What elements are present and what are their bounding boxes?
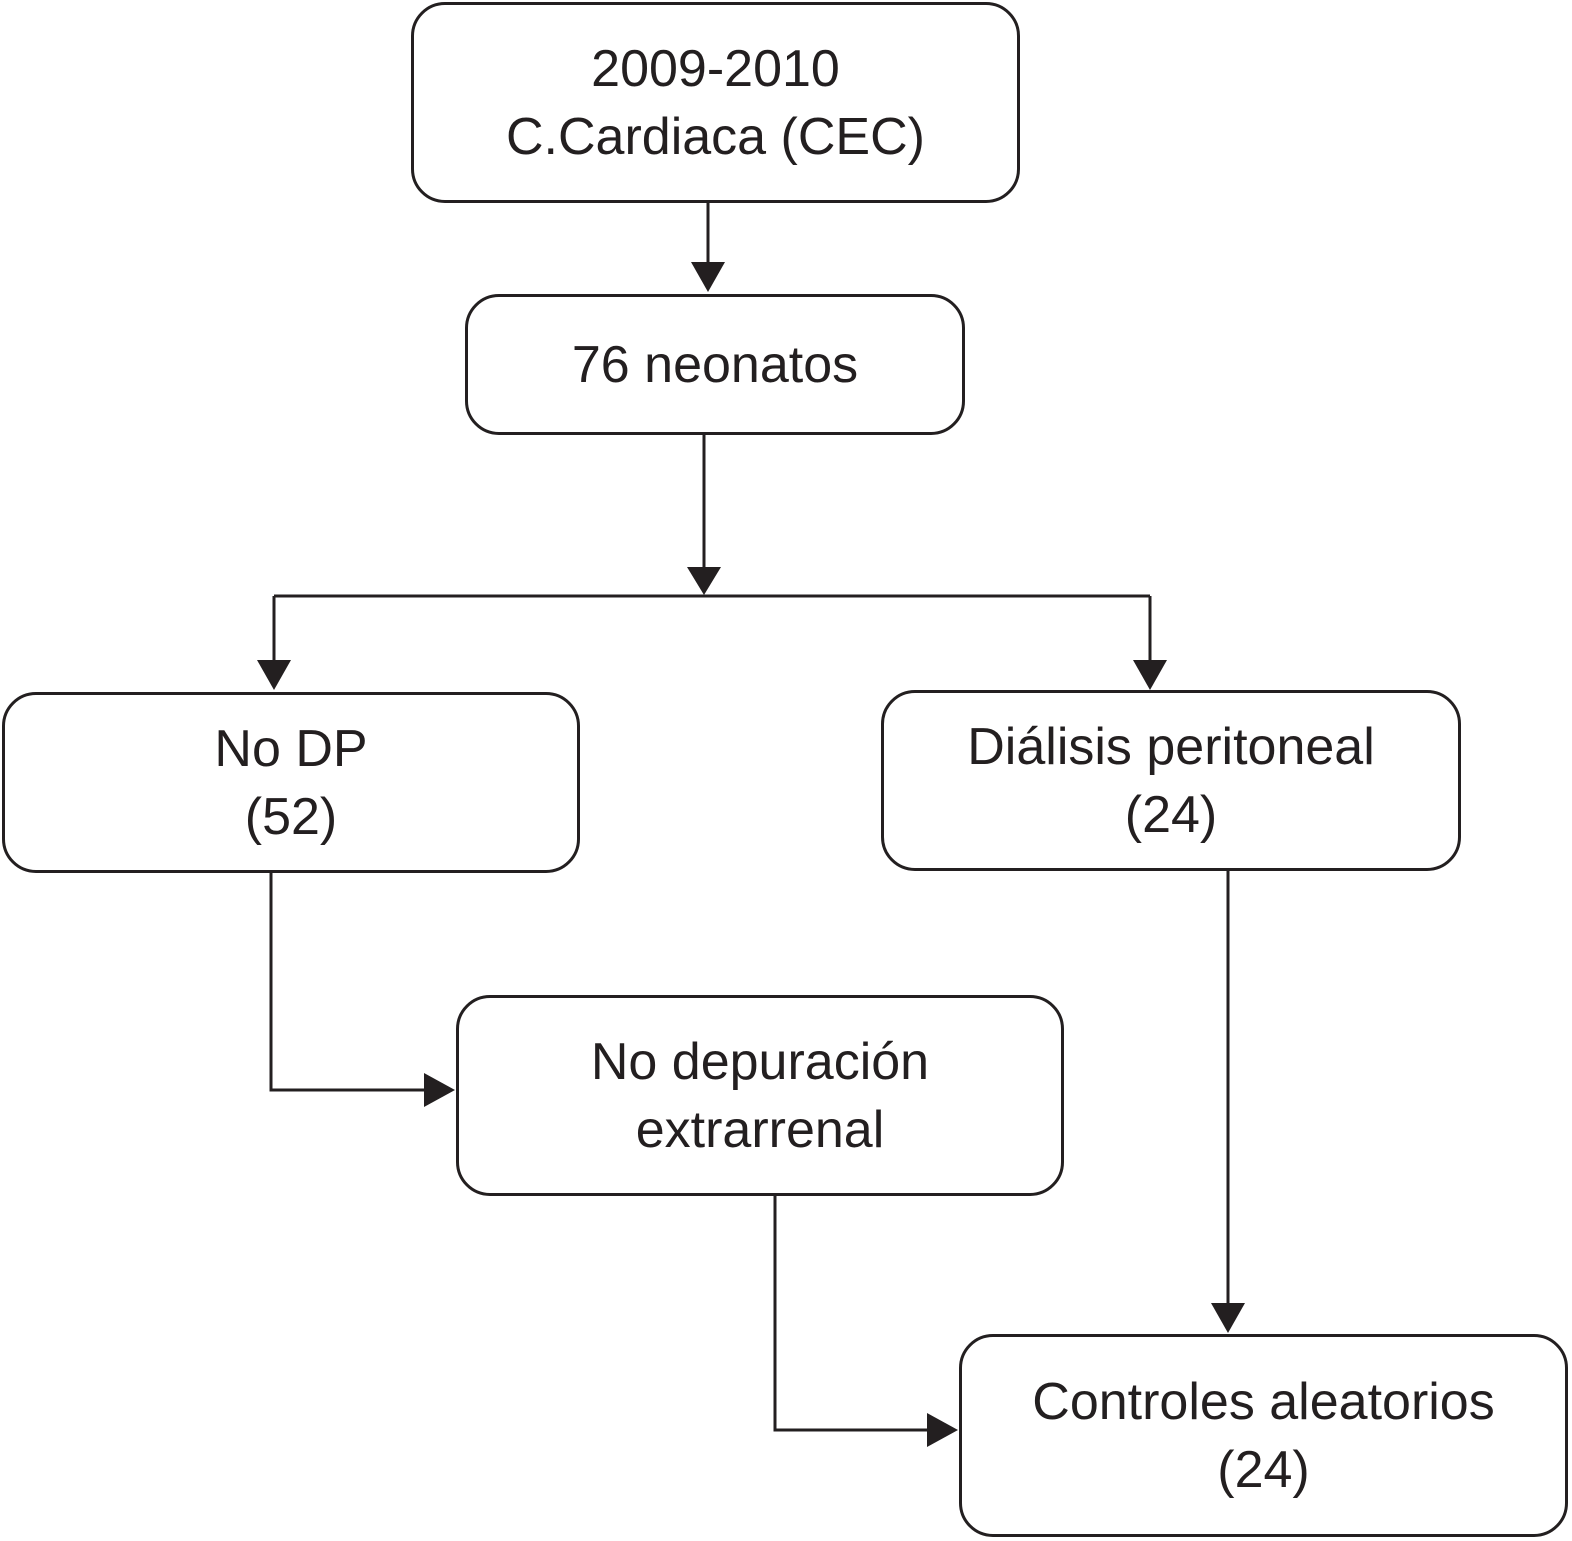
peritoneal-dialysis-box: Diálisis peritoneal (24) [881, 690, 1461, 871]
total-neonates-label: 76 neonatos [571, 335, 859, 394]
arrowhead-controls-horizontal [927, 1413, 958, 1447]
source-period-box: 2009-2010 C.Cardiaca (CEC) [411, 2, 1020, 203]
random-controls-count: (24) [1217, 1440, 1310, 1499]
no-depuration-label-line1: No depuración [590, 1032, 930, 1091]
no-dp-count: (52) [244, 787, 338, 846]
arrowhead-no-depuration [424, 1073, 455, 1107]
no-dp-label: No DP [214, 719, 368, 778]
total-neonates-box: 76 neonatos [465, 294, 965, 435]
source-surgery-label: C.Cardiaca (CEC) [506, 107, 925, 166]
no-dp-box: No DP (52) [2, 692, 580, 873]
peritoneal-dialysis-count: (24) [1124, 785, 1218, 844]
connector-no-depuration-controls [773, 1196, 927, 1432]
connector-no-dp-no-depuration [269, 873, 424, 1092]
no-depuration-box: No depuración extrarrenal [456, 995, 1064, 1196]
arrowhead-dp [1133, 660, 1167, 690]
arrowhead-split [687, 567, 721, 595]
arrowhead-no-dp [257, 660, 291, 690]
random-controls-box: Controles aleatorios (24) [959, 1334, 1568, 1537]
no-depuration-label-line2: extrarrenal [635, 1100, 885, 1159]
random-controls-label: Controles aleatorios [1032, 1372, 1495, 1431]
arrowhead-controls-vertical [1211, 1303, 1245, 1333]
peritoneal-dialysis-label: Diálisis peritoneal [967, 717, 1375, 776]
arrowhead-total [691, 262, 725, 292]
source-period-label: 2009-2010 [591, 39, 840, 98]
